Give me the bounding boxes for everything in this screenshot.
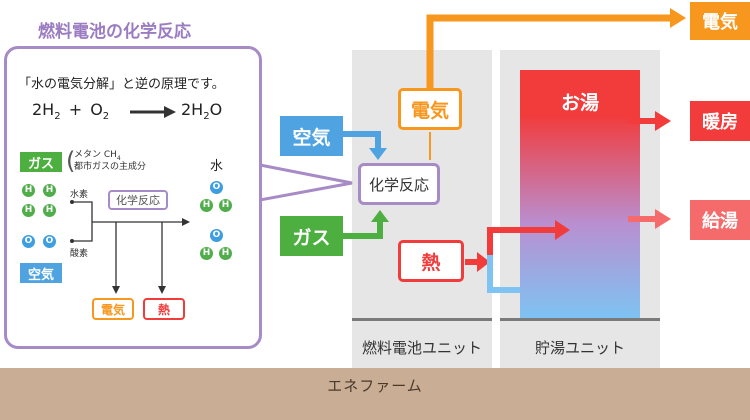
panel-gas-label: ガス [20,152,62,172]
heat-flow-head [477,252,490,272]
ground-bar [0,368,750,420]
electricity-box: 電気 [398,88,462,130]
hydrogen-atom: H [200,247,213,260]
heating-output-box: 暖房 [690,101,750,141]
heat-pipe-red-head [555,220,570,240]
panel-air-label: 空気 [20,263,62,283]
panel-caption: 「水の電気分解」と逆の原理です。 [18,77,225,92]
equation-right: 2H [181,100,204,119]
hot-water-output-box: 給湯 [690,200,750,240]
hot-water-flow-head [655,209,671,229]
oxygen-atom: O [22,235,35,248]
electricity-flow-line [426,14,670,92]
equation-left: 2H [32,100,55,119]
air-flow-line [343,131,381,148]
equation-arrow [130,106,176,118]
hot-water-label: お湯 [560,92,599,114]
oxygen-label: 酸素 [70,249,89,259]
equation-sub-a: 2 [54,111,61,123]
equation-plus: + [68,100,83,119]
equation-right-o: O [209,100,223,119]
gas-note-citygas: 都市ガスの主成分 [74,162,147,172]
panel-reaction-label: 化学反応 [108,190,168,210]
panel-heat-box: 熱 [143,298,185,320]
panel-title: 燃料電池の化学反応 [38,22,191,42]
heating-flow-head [655,111,671,131]
panel-electricity-box: 電気 [92,298,134,320]
water-label: 水 [210,159,224,174]
hydrogen-atom: H [22,204,35,217]
gas-note-sub: 4 [116,154,121,162]
gas-flow-head [371,210,389,222]
fuel-cell-unit-label: 燃料電池ユニット [361,339,482,357]
electricity-flow-head [670,8,686,28]
oxygen-atom: O [210,229,223,242]
hydrogen-atom: H [43,204,56,217]
electricity-output-box: 電気 [690,2,750,40]
hydrogen-atom: H [219,247,232,260]
heat-box: 熱 [398,240,464,282]
hydrogen-label: 水素 [70,190,89,200]
system-name: エネファーム [327,377,423,395]
equation-sub-b: 2 [102,111,110,123]
chemical-equation: 2H2 + O2 [32,100,109,122]
equation-result: 2H2O [181,100,222,122]
hydrogen-atom: H [200,199,213,212]
storage-unit-divider [500,318,660,321]
gas-input-box: ガス [280,216,343,256]
air-flow-head [369,148,387,160]
heat-pipe-red [487,227,555,290]
hydrogen-atom: H [219,199,232,212]
oxygen-atom: O [43,235,56,248]
equation-sub-c: 2 [203,111,210,123]
oxygen-atom: O [210,181,223,194]
gas-flow-line [343,222,383,239]
gas-note-methane: メタン CH [74,150,117,160]
fuel-cell-unit-divider [352,318,492,321]
storage-unit-label: 貯湯ユニット [534,339,625,357]
hydrogen-atom: H [43,184,56,197]
panel-flow-lines [70,200,190,294]
reaction-box: 化学反応 [358,163,440,205]
equation-o: O [90,100,103,119]
air-input-box: 空気 [280,116,343,156]
callout-pointer [258,163,353,202]
hot-water-tank [520,70,640,318]
return-pipe-blue [487,255,520,293]
hydrogen-atom: H [22,184,35,197]
